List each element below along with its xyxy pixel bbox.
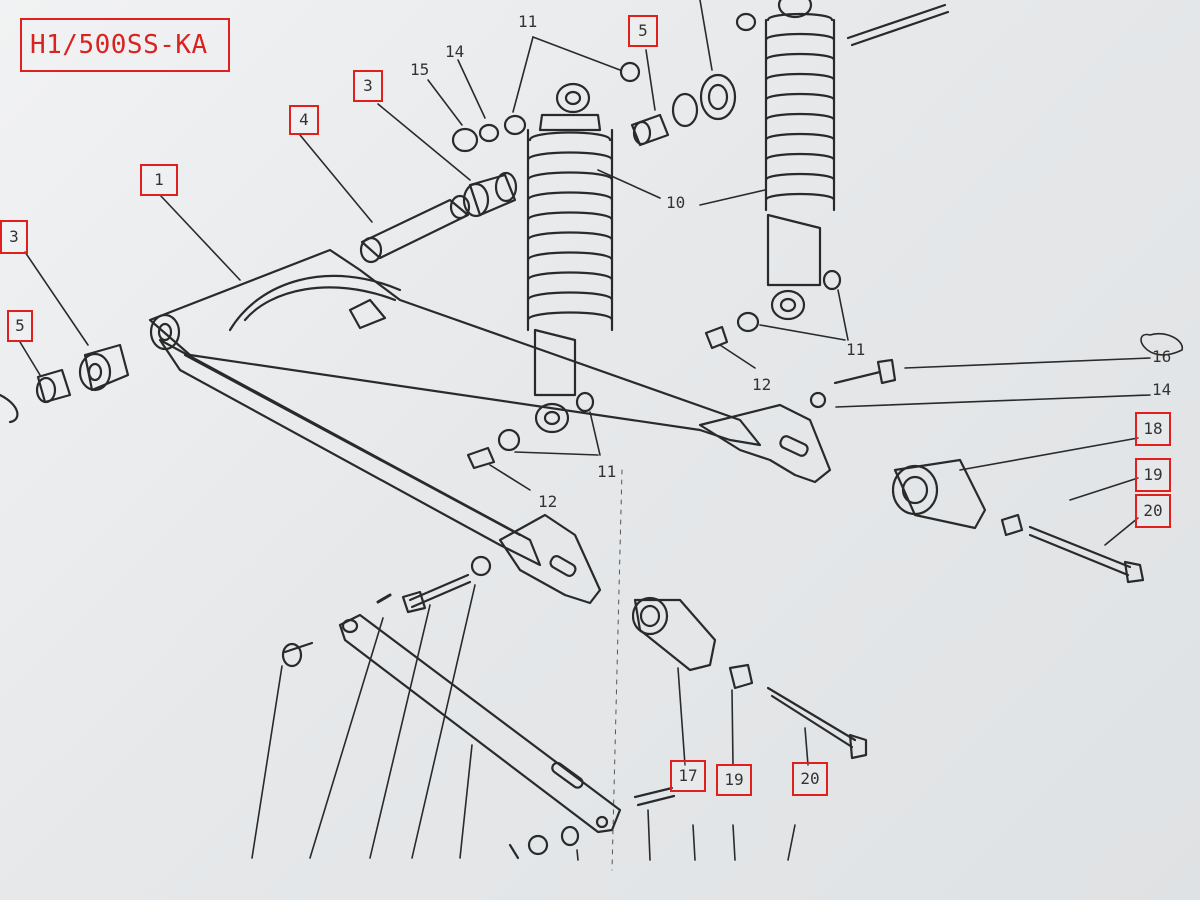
axle-clamps — [631, 458, 1024, 690]
callout-10: 10 — [666, 193, 686, 212]
diagram-title: H1/500SS-KA — [30, 30, 208, 60]
title-frame — [20, 18, 230, 72]
callout-1: 1 — [140, 164, 178, 196]
callout-11-center: 11 — [597, 462, 617, 481]
bushing-parts — [0, 12, 842, 577]
callout-20-right: 20 — [1135, 494, 1171, 528]
bolts — [281, 3, 1145, 807]
shock-absorber-rear — [764, 0, 836, 321]
callout-11-top: 11 — [518, 12, 538, 31]
callout-14-right: 14 — [1152, 380, 1172, 399]
callout-17: 17 — [670, 760, 706, 792]
callout-20-bottom: 20 — [792, 762, 828, 796]
callout-18: 18 — [1135, 412, 1171, 446]
leader-lines — [19, 0, 1183, 861]
callout-15: 15 — [410, 60, 430, 79]
torque-link — [338, 593, 622, 860]
callout-12-right: 12 — [752, 375, 772, 394]
callout-16: 16 — [1152, 347, 1172, 366]
callout-5-top: 5 — [628, 15, 658, 47]
callout-5-left: 5 — [7, 310, 33, 342]
center-fold-line — [611, 469, 623, 871]
callout-19-bottom: 19 — [716, 764, 752, 796]
callout-12-center: 12 — [538, 492, 558, 511]
callout-3-top: 3 — [353, 70, 383, 102]
callout-11-right: 11 — [846, 340, 866, 359]
callout-4: 4 — [289, 105, 319, 135]
swing-arm — [148, 248, 832, 605]
shock-absorber-front — [526, 82, 614, 434]
callout-14-top: 14 — [445, 42, 465, 61]
callout-19-right: 19 — [1135, 458, 1171, 492]
callout-3-left: 3 — [0, 220, 28, 254]
